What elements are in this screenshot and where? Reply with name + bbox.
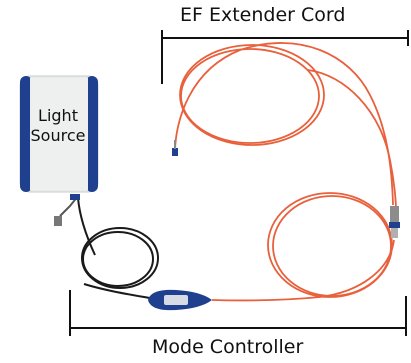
light-source-label-line1: Light xyxy=(38,106,78,125)
light-source-label-line2: Source xyxy=(30,126,86,145)
light-source-label: Light Source xyxy=(28,106,88,146)
extender-cord-bracket xyxy=(161,30,409,84)
source-pigtail xyxy=(54,194,80,226)
black-cable-loop xyxy=(77,197,161,301)
extender-cord-label: EF Extender Cord xyxy=(180,4,346,26)
light-source-box-icon xyxy=(19,75,99,193)
orange-fiber-upper-coil xyxy=(174,42,397,211)
fiber-connector-icon xyxy=(172,140,178,156)
orange-fiber-lower-coil xyxy=(211,192,395,302)
mode-controller-bracket xyxy=(69,290,407,336)
mode-controller-device-icon xyxy=(148,289,212,311)
mode-controller-label: Mode Controller xyxy=(152,336,304,358)
st-connector-icon xyxy=(389,206,400,238)
